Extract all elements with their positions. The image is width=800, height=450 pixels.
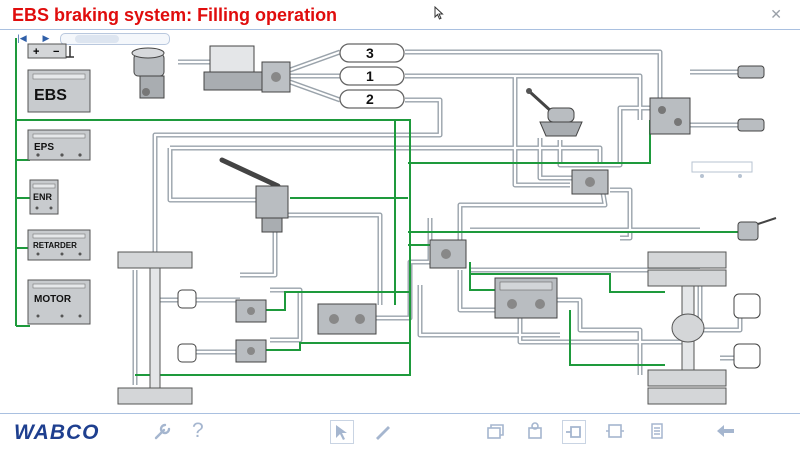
trailer-coupling-head-upper[interactable] [737, 65, 765, 79]
compressor[interactable] [131, 47, 165, 99]
slider-thumb[interactable] [75, 35, 119, 43]
front-axle-modulator[interactable] [317, 303, 377, 335]
foot-brake-module[interactable] [219, 157, 289, 233]
front-axle [117, 251, 193, 405]
abs-valve-front-left[interactable] [235, 299, 267, 323]
ecu-eps-label: EPS [34, 142, 54, 153]
brake-chamber-rear-right[interactable] [733, 343, 761, 369]
trailer-coupling-electric[interactable] [737, 217, 777, 241]
pointer-tool-icon[interactable] [330, 420, 354, 444]
rewind-button[interactable]: |◀ [17, 33, 27, 43]
ecu-ebs-label: EBS [34, 87, 67, 104]
back-arrow-icon[interactable] [714, 420, 736, 442]
page-title: EBS braking system: Filling operation [12, 5, 338, 25]
wrench-icon[interactable] [152, 420, 174, 442]
component-view-icon[interactable] [524, 420, 546, 442]
device-icon[interactable] [604, 420, 626, 442]
connector-icon[interactable] [562, 420, 586, 444]
rear-axle-modulator[interactable] [494, 277, 558, 319]
footer-divider [0, 413, 800, 414]
mouse-cursor-icon [434, 6, 444, 20]
ecu-retarder-label: RETARDER [33, 241, 77, 250]
animation-slider[interactable] [60, 33, 170, 45]
help-icon[interactable]: ? [192, 419, 204, 442]
pressure-control-module-center[interactable] [429, 239, 467, 269]
document-list-icon[interactable] [646, 420, 668, 442]
ecu-enr-label: ENR [33, 192, 53, 202]
brake-chamber-front-right[interactable] [177, 343, 197, 363]
tank-2-label: 2 [366, 91, 374, 107]
close-icon[interactable]: ✕ [770, 6, 782, 22]
pen-tool-icon[interactable] [372, 420, 394, 442]
ecu-motor-label: MOTOR [34, 294, 72, 305]
tank-3-label: 3 [366, 45, 374, 61]
relay-valve-parking[interactable] [571, 169, 609, 195]
battery-minus: − [53, 46, 59, 58]
animation-playbar: |◀ ▶ [8, 30, 170, 46]
trailer-coupling-head-lower[interactable] [737, 118, 765, 132]
play-button[interactable]: ▶ [42, 33, 50, 43]
ecu-retarder[interactable]: RETARDER [27, 229, 91, 261]
trailer-control-valve[interactable] [649, 97, 691, 135]
battery-plus: + [33, 46, 39, 58]
air-dryer[interactable] [203, 45, 291, 93]
braking-diagram: + − EBS EPS ENR RETARDER MOTOR [15, 38, 777, 405]
layers-icon[interactable] [484, 420, 506, 442]
air-tank-2[interactable]: 2 [339, 89, 405, 109]
air-tank-1[interactable]: 1 [339, 66, 405, 86]
electric-lines [15, 38, 740, 376]
rear-axle [647, 251, 727, 405]
header-divider [0, 29, 800, 30]
truck-silhouette-icon [691, 161, 753, 178]
ecu-ebs[interactable]: EBS [27, 69, 91, 113]
brake-chamber-front-left[interactable] [177, 289, 197, 309]
battery[interactable]: + − [27, 43, 74, 59]
footer-toolbar: WABCO ? [0, 414, 800, 450]
hand-brake-valve[interactable] [526, 88, 583, 137]
brake-chamber-rear-left[interactable] [733, 293, 761, 319]
air-tank-3[interactable]: 3 [339, 43, 405, 63]
abs-valve-front-right[interactable] [235, 339, 267, 363]
tank-1-label: 1 [366, 68, 374, 84]
ecu-enr[interactable]: ENR [29, 179, 59, 215]
brand-logo: WABCO [14, 421, 100, 444]
ecu-motor[interactable]: MOTOR [27, 279, 91, 325]
ecu-eps[interactable]: EPS [27, 129, 91, 161]
